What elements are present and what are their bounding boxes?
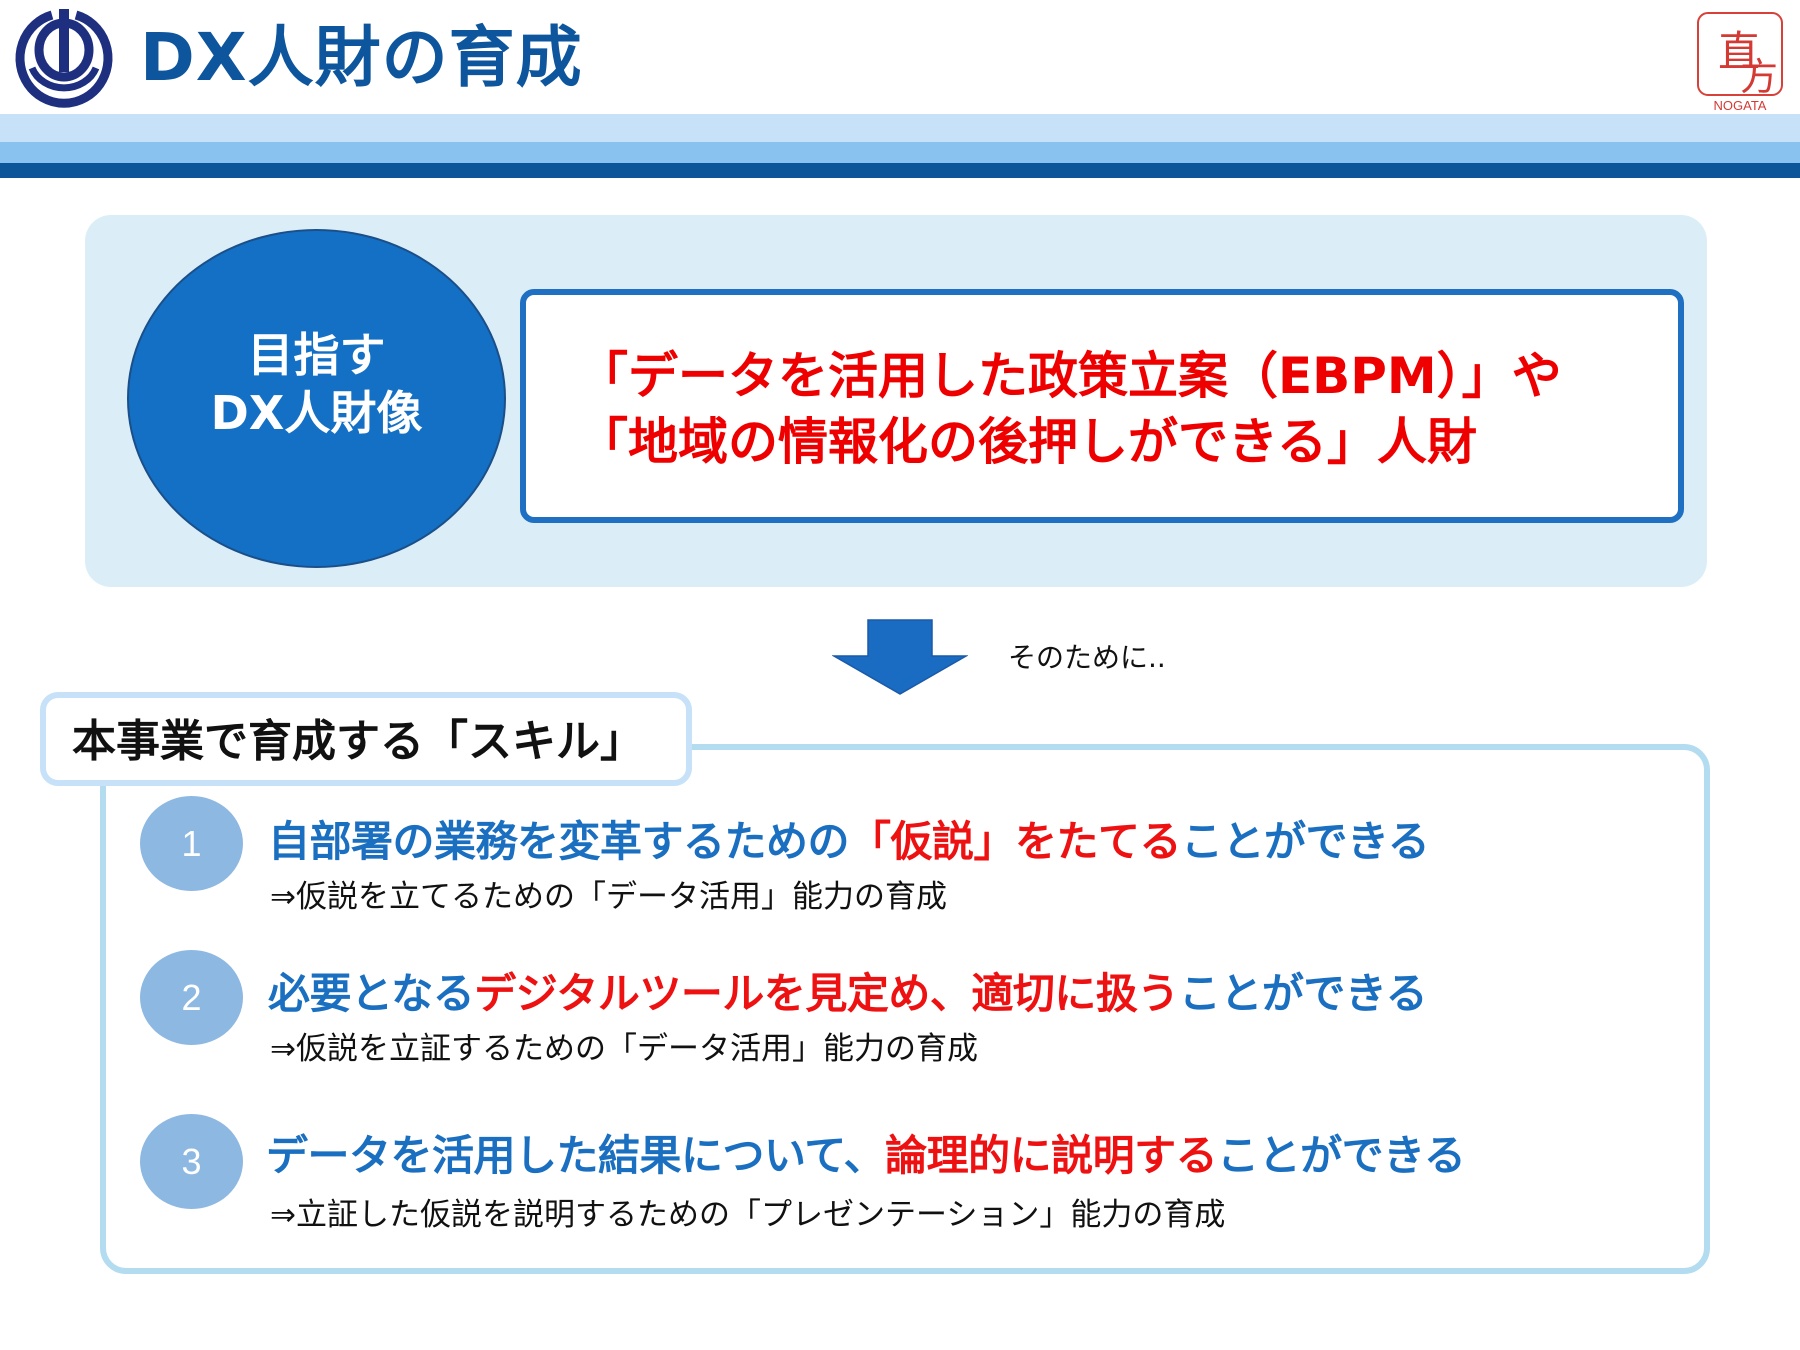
headline-segment: デジタルツールを見定め、適切に扱う [474,969,1179,1018]
goal-statement: 「データを活用した政策立案（EBPM）」や 「地域の情報化の後押しができる」人財 [578,343,1562,475]
skill-number-badge: 3 [140,1114,243,1209]
skills-section-title: 本事業で育成する「スキル」 [72,716,644,767]
skill-subline: ⇒仮説を立証するための「データ活用」能力の育成 [270,1031,978,1067]
page-title: DX人財の育成 [140,19,583,96]
nogata-logo-icon: 直 方 NOGATA [1697,12,1783,112]
headline-segment: ことができる [1217,1131,1466,1180]
skill-subline: ⇒仮説を立てるための「データ活用」能力の育成 [270,879,947,915]
headline-segment: 「仮説」をたてる [849,817,1182,866]
skills-box [100,744,1710,1274]
skill-headline: 必要となるデジタルツールを見定め、適切に扱うことができる [268,966,1428,1022]
goal-circle: 目指す DX人財像 [127,229,506,568]
goal-circle-line2: DX人財像 [210,385,423,440]
down-arrow-icon [832,619,968,695]
logo-kanji-1: 直 [1718,27,1760,76]
headline-segment: 必要となる [268,969,475,1018]
headline-segment: データを活用した結果について、 [266,1131,886,1180]
headline-segment: 自部署の業務を変革するための [268,817,850,866]
skill-headline: 自部署の業務を変革するための「仮説」をたてることができる [268,814,1430,870]
skill-headline: データを活用した結果について、論理的に説明することができる [266,1128,1466,1184]
headline-segment: 論理的に説明する [885,1131,1218,1180]
header-band-light [0,114,1800,142]
skill-number-badge: 2 [140,950,243,1045]
skills-section-label: 本事業で育成する「スキル」 [40,692,692,786]
goal-statement-box: 「データを活用した政策立案（EBPM）」や 「地域の情報化の後押しができる」人財 [520,289,1684,523]
header-band-dark [0,163,1800,178]
headline-segment: ことができる [1178,969,1428,1018]
transition-caption: そのために.. [1008,641,1166,674]
logo-kanji-2: 方 [1740,55,1778,99]
city-emblem-icon [15,9,113,108]
goal-circle-line1: 目指す [247,327,386,382]
skill-number-badge: 1 [140,796,243,891]
goal-statement-line1: 「データを活用した政策立案（EBPM）」や [578,347,1562,405]
headline-segment: ことができる [1181,817,1430,866]
header-band-mid [0,142,1800,163]
skill-subline: ⇒立証した仮説を説明するための「プレゼンテーション」能力の育成 [270,1197,1226,1233]
logo-caption: NOGATA [1714,98,1767,112]
goal-statement-line2: 「地域の情報化の後押しができる」人財 [578,413,1477,471]
